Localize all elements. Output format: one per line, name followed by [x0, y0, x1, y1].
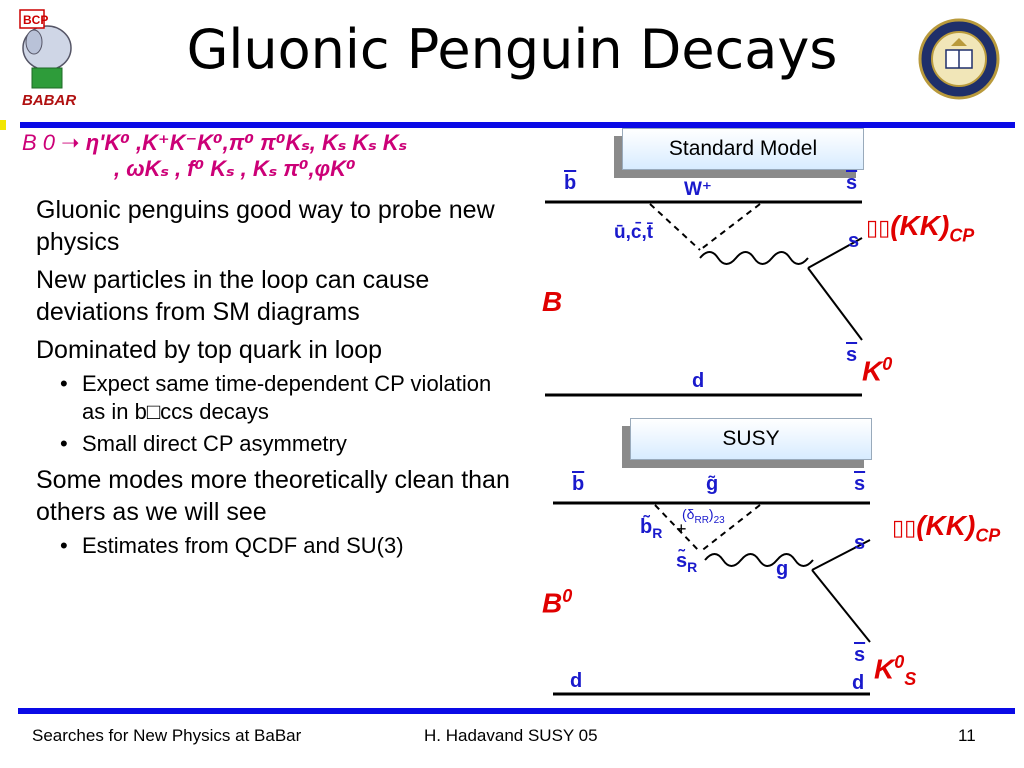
- sub-bullet-icon: •: [60, 431, 68, 456]
- susy-label-box: SUSY: [630, 418, 872, 460]
- susy-delta-label: (δRR)23: [682, 506, 725, 526]
- sm-K-text: K: [862, 355, 883, 387]
- susy-bR-text: b̃: [640, 516, 653, 538]
- bullet-text: New particles in the loop can cause devi…: [36, 266, 430, 326]
- decay-prefix: B 0: [22, 130, 56, 155]
- insertion-cross-icon: +: [676, 519, 687, 539]
- logo-text: BABAR: [22, 92, 77, 109]
- bullet-item: Dominated by top quark in loop: [0, 334, 520, 366]
- susy-sR-label: s̃R: [676, 550, 697, 575]
- sub-bullet-item: • Small direct CP asymmetry: [0, 430, 520, 458]
- delta-sub: RR: [694, 514, 709, 526]
- delta-close: ): [708, 506, 714, 522]
- sm-final-label: (KK): [890, 210, 950, 241]
- sub-bullet-item: • Expect same time-dependent CP violatio…: [0, 370, 520, 426]
- susy-final-label: (KK): [916, 510, 976, 541]
- sub-bullet-text: Expect same time-dependent CP violation …: [82, 371, 492, 424]
- sm-loop-label: ū,c̄,t̄: [614, 222, 654, 243]
- sm-sbar-low: s: [846, 344, 858, 366]
- susy-bR-sub: R: [652, 525, 663, 541]
- susy-K-text: K: [874, 653, 895, 685]
- susy-box-label: SUSY: [722, 427, 780, 450]
- arrow-icon: ➝: [61, 130, 80, 155]
- susy-bR-label: b̃R: [640, 516, 662, 541]
- sub-bullet-item: • Estimates from QCDF and SU(3): [0, 532, 520, 560]
- delta-index: 23: [713, 514, 725, 526]
- footer-left: Searches for New Physics at BaBar: [32, 726, 302, 745]
- sm-s-mid: s: [848, 230, 860, 252]
- sub-bullet-text: Small direct CP asymmetry: [82, 431, 347, 456]
- decay-modes-line1: B 0 ➝ η'K⁰ ,K⁺K⁻K⁰,π⁰ π⁰Kₛ, Kₛ Kₛ Kₛ: [22, 130, 522, 156]
- bar-accent: [0, 120, 6, 130]
- sm-final-sub: CP: [949, 225, 975, 246]
- sm-final-state: ▯▯(KK)CP: [866, 210, 974, 247]
- susy-gluon-label: g: [776, 558, 789, 580]
- sm-label-box: Standard Model: [622, 128, 864, 170]
- sm-K-sup: 0: [882, 354, 893, 374]
- sm-K-label: K0: [862, 354, 892, 387]
- susy-sR-text: s̃: [676, 550, 688, 572]
- susy-final-sub: CP: [975, 525, 1001, 546]
- susy-d-right: d: [852, 672, 865, 694]
- susy-sR-sub: R: [687, 559, 698, 575]
- bullet-text: Gluonic penguins good way to probe new p…: [36, 196, 495, 256]
- susy-d-left: d: [570, 670, 583, 692]
- sm-b-label: b: [564, 172, 577, 194]
- susy-gluon: [704, 553, 814, 567]
- delta-open: (: [682, 506, 687, 522]
- bullet-list: Gluonic penguins good way to probe new p…: [0, 194, 520, 564]
- susy-sbar-top: s: [854, 473, 866, 495]
- susy-B-label: B0: [542, 586, 572, 619]
- sm-w-line: [699, 203, 761, 251]
- sm-sbar-top: s: [846, 172, 858, 194]
- sub-bullet-icon: •: [60, 371, 68, 396]
- susy-K-sup: 0: [894, 652, 905, 672]
- susy-sbar-low: s: [854, 644, 866, 666]
- page-number: 11: [958, 726, 976, 745]
- seal-icon: [918, 18, 1000, 100]
- susy-B-sup: 0: [562, 586, 573, 606]
- sm-box-label: Standard Model: [668, 137, 818, 160]
- page-title: Gluonic Penguin Decays: [186, 18, 838, 81]
- university-seal: [918, 18, 1000, 100]
- susy-B-text: B: [542, 587, 563, 619]
- bullet-item: Some modes more theoretically clean than…: [0, 464, 520, 528]
- bullet-text: Some modes more theoretically clean than…: [36, 466, 510, 526]
- sub-bullet-text: Estimates from QCDF and SU(3): [82, 533, 404, 558]
- sm-s-line: [807, 237, 863, 269]
- sm-d-label: d: [692, 370, 705, 392]
- susy-K-sub: S: [904, 668, 917, 689]
- bullet-item: Gluonic penguins good way to probe new p…: [0, 194, 520, 258]
- susy-s-line: [811, 569, 871, 643]
- susy-final-prefix: ▯▯: [892, 515, 917, 540]
- footer-divider: [18, 708, 1015, 714]
- susy-s-line: [811, 539, 871, 571]
- sm-w-line: [649, 203, 701, 251]
- decay-modes-list: η'K⁰ ,K⁺K⁻K⁰,π⁰ π⁰Kₛ, Kₛ Kₛ Kₛ: [85, 130, 407, 155]
- delta-symbol: δ: [686, 506, 695, 522]
- susy-s-mid: s: [854, 532, 866, 554]
- decay-modes: B 0 ➝ η'K⁰ ,K⁺K⁻K⁰,π⁰ π⁰Kₛ, Kₛ Kₛ Kₛ , ω…: [22, 130, 522, 182]
- decay-modes-line2: , ωKₛ , f⁰ Kₛ , Kₛ π⁰,φK⁰: [114, 156, 356, 181]
- sm-s-line: [807, 267, 863, 341]
- sub-bullet-icon: •: [60, 533, 68, 558]
- susy-b-label: b: [572, 473, 585, 495]
- logo-badge: BCP: [23, 13, 48, 27]
- susy-gluino-label: g̃: [706, 473, 719, 495]
- header-divider: [20, 122, 1015, 128]
- bullet-item: New particles in the loop can cause devi…: [0, 264, 520, 328]
- sm-gluon: [699, 251, 809, 265]
- babar-logo: BCP BABAR: [14, 6, 80, 110]
- susy-squark-line: [699, 504, 761, 553]
- sm-w-label: W⁺: [684, 179, 712, 200]
- elephant-logo-icon: BCP: [19, 9, 72, 89]
- bullet-text: Dominated by top quark in loop: [36, 336, 383, 364]
- sm-final-prefix: ▯▯: [866, 215, 891, 240]
- sm-B-label: B: [542, 286, 563, 317]
- susy-K-label: K0S: [874, 652, 916, 690]
- susy-final-state: ▯▯(KK)CP: [892, 510, 1000, 547]
- footer-center: H. Hadavand SUSY 05: [424, 726, 598, 745]
